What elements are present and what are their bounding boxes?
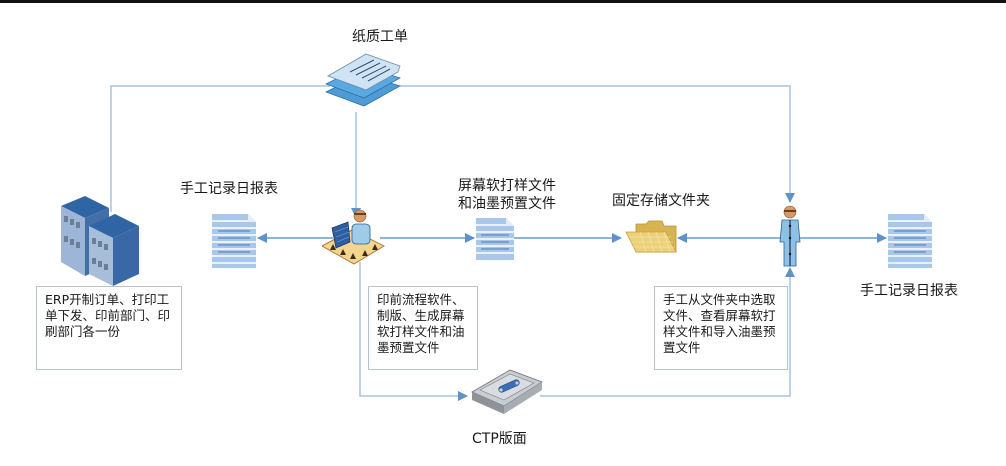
daily-report-left-label: 手工记录日报表 bbox=[180, 181, 278, 197]
paper-order-label: 纸质工单 bbox=[352, 29, 408, 45]
edge-prepress-to-ctp bbox=[359, 262, 468, 401]
server-rack-icon bbox=[61, 196, 139, 286]
paper-stack-icon bbox=[324, 53, 402, 107]
operator-workstation-icon bbox=[322, 209, 386, 265]
soft-proof-label-line1: 屏幕软打样文件 bbox=[458, 178, 556, 194]
soft-proof-label-line2: 和油墨预置文件 bbox=[458, 196, 556, 212]
press-note: 手工从文件夹中选取文件、查看屏幕软打样文件和导入油墨预置文件 bbox=[654, 286, 788, 370]
edge-paper-to-press-operator bbox=[400, 85, 795, 203]
daily-report-right-label: 手工记录日报表 bbox=[860, 283, 958, 299]
edge-erp-to-paper bbox=[110, 85, 330, 212]
report-document-icon bbox=[212, 214, 256, 268]
erp-note: ERP开制订单、打印工单下发、印前部门、印刷部门各一份 bbox=[36, 286, 182, 370]
document-icon bbox=[476, 218, 514, 260]
ctp-plate-label: CTP版面 bbox=[472, 431, 527, 447]
ctp-plate-icon bbox=[471, 369, 543, 414]
prepress-note: 印前流程软件、制版、生成屏幕软打样文件和油墨预置文件 bbox=[368, 286, 478, 370]
fixed-folder-label: 固定存储文件夹 bbox=[612, 193, 710, 209]
top-border bbox=[0, 0, 1006, 3]
person-icon bbox=[779, 205, 801, 267]
report-document-icon bbox=[888, 214, 932, 268]
folder-icon bbox=[625, 220, 677, 253]
edge-ctp-to-press bbox=[540, 267, 795, 397]
soft-proof-label: 屏幕软打样文件 和油墨预置文件 bbox=[458, 177, 556, 213]
